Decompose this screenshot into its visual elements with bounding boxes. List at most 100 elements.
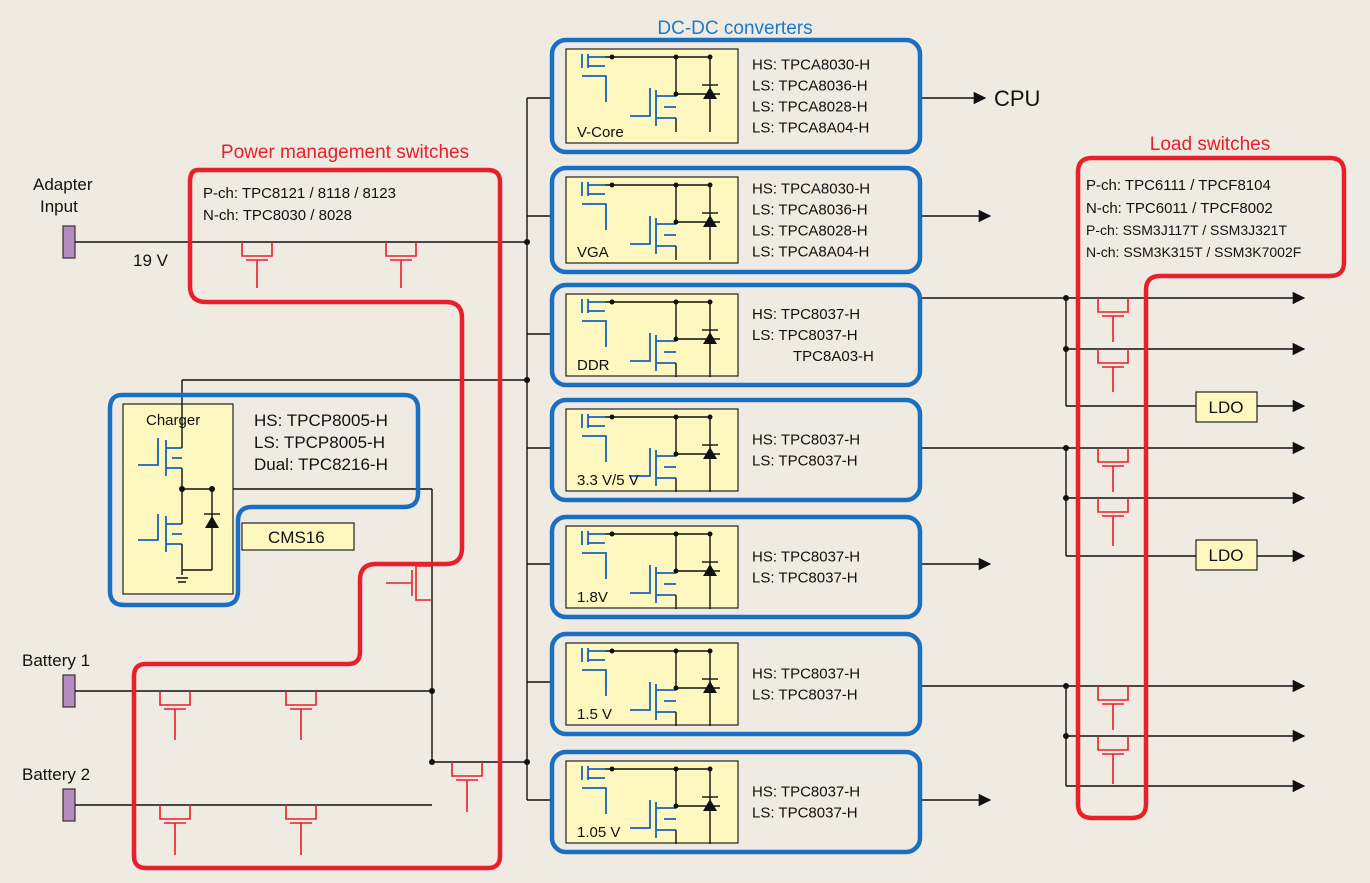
converter-part: HS: TPC8037-H bbox=[752, 306, 860, 323]
pm-outline bbox=[131, 167, 503, 871]
load-fet-2 bbox=[1097, 349, 1129, 392]
battery-1: Battery 1 bbox=[22, 651, 90, 708]
charger-block: Charger HS: TPCP8005-H LS: TPCP8005-H Du… bbox=[107, 392, 421, 608]
converter-2: VGA HS: TPCA8030-H LS: TPCA8036-H LS: TPCA8… bbox=[549, 165, 923, 275]
pm-title: Power management switches bbox=[221, 142, 469, 163]
load-fet-3 bbox=[1097, 448, 1129, 492]
load-parts-4: N-ch: SSM3K315T / SSM3K7002F bbox=[1086, 244, 1301, 260]
converter-part: HS: TPC8037-H bbox=[752, 784, 860, 801]
converter-part: LS: TPC8037-H bbox=[752, 805, 858, 822]
adapter-voltage: 19 V bbox=[133, 251, 169, 270]
converter-name: VGA bbox=[577, 244, 609, 261]
pm-fet-charger bbox=[386, 565, 432, 601]
adapter-label-2: Input bbox=[40, 197, 78, 216]
converter-fet-symbols bbox=[581, 414, 720, 492]
load-title: Load switches bbox=[1150, 134, 1270, 155]
cms16-label: CMS16 bbox=[268, 528, 325, 547]
ldo-label-1: LDO bbox=[1209, 398, 1244, 417]
charger-ls: LS: TPCP8005-H bbox=[254, 433, 385, 452]
converter-name: 1.8V bbox=[577, 589, 608, 606]
pm-fet-battery2-a bbox=[159, 805, 191, 855]
converter-part: LS: TPC8037-H bbox=[752, 687, 858, 704]
converter-part: LS: TPCA8A04-H bbox=[752, 244, 869, 261]
adapter-input: Adapter Input 19 V bbox=[33, 175, 169, 270]
battery-2: Battery 2 bbox=[22, 765, 90, 822]
converter-outline bbox=[549, 631, 923, 737]
ldo-box-2 bbox=[1195, 539, 1258, 571]
charger-fet-low bbox=[138, 486, 220, 583]
charger-hs: HS: TPCP8005-H bbox=[254, 411, 388, 430]
converter-name: DDR bbox=[577, 357, 610, 374]
dcdc-title: DC-DC converters bbox=[657, 18, 812, 39]
converter-fet-symbols bbox=[581, 299, 720, 377]
pm-fet-adapter-1 bbox=[241, 242, 273, 288]
load-fet-6 bbox=[1097, 736, 1129, 784]
converter-fet-symbols bbox=[581, 182, 720, 260]
charger-outline bbox=[107, 392, 421, 608]
battery1-label: Battery 1 bbox=[22, 651, 90, 670]
load-switches: P-ch: TPC6111 / TPCF8104 N-ch: TPC6011 /… bbox=[1075, 155, 1347, 821]
converter-part: LS: TPCA8028-H bbox=[752, 223, 868, 240]
battery2-terminal bbox=[62, 788, 76, 822]
charger-label: Charger bbox=[146, 412, 200, 429]
converter-6: 1.5 V HS: TPC8037-H LS: TPC8037-H bbox=[549, 631, 923, 737]
adapter-terminal bbox=[62, 225, 76, 259]
charger-fet-high bbox=[138, 400, 183, 500]
pm-fet-battery1-a bbox=[159, 691, 191, 740]
converter-part: LS: TPC8037-H bbox=[752, 453, 858, 470]
charger-dual: Dual: TPC8216-H bbox=[254, 455, 388, 474]
converter-part: LS: TPCA8036-H bbox=[752, 78, 868, 95]
converter-name: 1.05 V bbox=[577, 824, 620, 841]
load-fet-5 bbox=[1097, 686, 1129, 730]
pm-fet-bus bbox=[451, 762, 483, 812]
converter-fet-symbols bbox=[581, 531, 720, 609]
load-parts-1: P-ch: TPC6111 / TPCF8104 bbox=[1086, 177, 1271, 194]
converter-output-label: CPU bbox=[994, 86, 1040, 111]
load-parts-2: N-ch: TPC6011 / TPCF8002 bbox=[1086, 200, 1273, 217]
battery1-terminal bbox=[62, 674, 76, 708]
pm-nch-parts: N-ch: TPC8030 / 8028 bbox=[203, 207, 352, 224]
converter-outline bbox=[549, 282, 923, 388]
ldo-box-1 bbox=[1195, 391, 1258, 423]
converter-fet-symbols bbox=[581, 648, 720, 726]
converter-part: LS: TPCA8028-H bbox=[752, 99, 868, 116]
converter-outline bbox=[549, 165, 923, 275]
charger-box bbox=[122, 403, 234, 595]
load-fet-4 bbox=[1097, 498, 1129, 546]
converter-outline bbox=[549, 749, 923, 855]
pm-fet-battery1-b bbox=[285, 691, 317, 740]
converter-part: LS: TPCA8036-H bbox=[752, 202, 868, 219]
converter-outline bbox=[549, 397, 923, 503]
converter-name: 3.3 V/5 V bbox=[577, 472, 639, 489]
converter-part: LS: TPC8037-H bbox=[752, 570, 858, 587]
power-management-switches: P-ch: TPC8121 / 8118 / 8123 N-ch: TPC803… bbox=[131, 167, 503, 871]
load-outline bbox=[1075, 155, 1347, 821]
cms16-box bbox=[241, 522, 355, 551]
converter-1: V-Core HS: TPCA8030-H LS: TPCA8036-H LS: TP… bbox=[549, 37, 1040, 155]
converter-name: V-Core bbox=[577, 124, 624, 141]
converter-4: 3.3 V/5 V HS: TPC8037-H LS: TPC8037-H bbox=[549, 397, 923, 503]
converter-7: 1.05 V HS: TPC8037-H LS: TPC8037-H bbox=[549, 749, 923, 855]
converter-outline bbox=[549, 37, 923, 155]
converter-part: HS: TPC8037-H bbox=[752, 432, 860, 449]
converter-part: LS: TPCA8A04-H bbox=[752, 120, 869, 137]
pm-fet-adapter-2 bbox=[385, 242, 417, 288]
converter-fet-symbols bbox=[581, 54, 720, 132]
load-parts-3: P-ch: SSM3J117T / SSM3J321T bbox=[1086, 222, 1287, 238]
pm-fet-battery2-b bbox=[285, 805, 317, 855]
converter-part: HS: TPCA8030-H bbox=[752, 181, 870, 198]
adapter-label-1: Adapter bbox=[33, 175, 93, 194]
converter-part: LS: TPC8037-H bbox=[752, 327, 858, 344]
converter-outline bbox=[549, 514, 923, 620]
pm-pch-parts: P-ch: TPC8121 / 8118 / 8123 bbox=[203, 185, 396, 202]
converter-part: HS: TPC8037-H bbox=[752, 666, 860, 683]
converter-part: HS: TPC8037-H bbox=[752, 549, 860, 566]
converter-5: 1.8V HS: TPC8037-H LS: TPC8037-H bbox=[549, 514, 923, 620]
converter-name: 1.5 V bbox=[577, 706, 612, 723]
converter-part: TPC8A03-H bbox=[793, 348, 874, 365]
converter-part: HS: TPCA8030-H bbox=[752, 57, 870, 74]
ldo-label-2: LDO bbox=[1209, 546, 1244, 565]
battery2-label: Battery 2 bbox=[22, 765, 90, 784]
